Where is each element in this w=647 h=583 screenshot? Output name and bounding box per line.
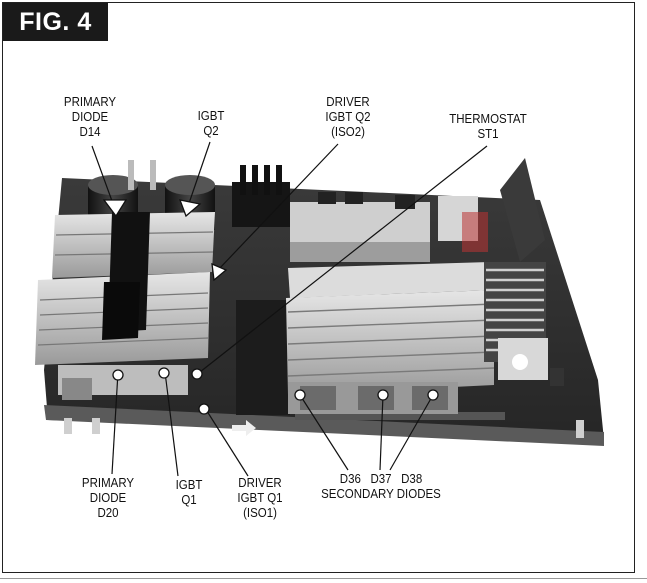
label-thermostat-st1: THERMOSTAT ST1 bbox=[449, 112, 527, 141]
black-heatsink bbox=[232, 165, 290, 227]
label-primary-diode-d14: PRIMARY DIODE D14 bbox=[63, 95, 117, 139]
label-driver-igbt-q1: DRIVER IGBT Q1 (ISO1) bbox=[237, 476, 283, 520]
label-driver-igbt-q2: DRIVER IGBT Q2 (ISO2) bbox=[325, 95, 371, 139]
inductor-coil bbox=[484, 158, 564, 386]
bottom-rule bbox=[0, 578, 647, 579]
label-igbt-q1: IGBT Q1 bbox=[175, 478, 203, 507]
figure-tag: FIG. 4 bbox=[3, 3, 108, 41]
left-heatsink bbox=[35, 212, 215, 400]
label-igbt-q2: IGBT Q2 bbox=[197, 109, 225, 138]
label-primary-diode-d20: PRIMARY DIODE D20 bbox=[81, 476, 135, 520]
label-secondary-diodes: D36 D37 D38 SECONDARY DIODES bbox=[321, 472, 441, 501]
figure-frame bbox=[2, 2, 635, 573]
screws bbox=[64, 418, 584, 438]
